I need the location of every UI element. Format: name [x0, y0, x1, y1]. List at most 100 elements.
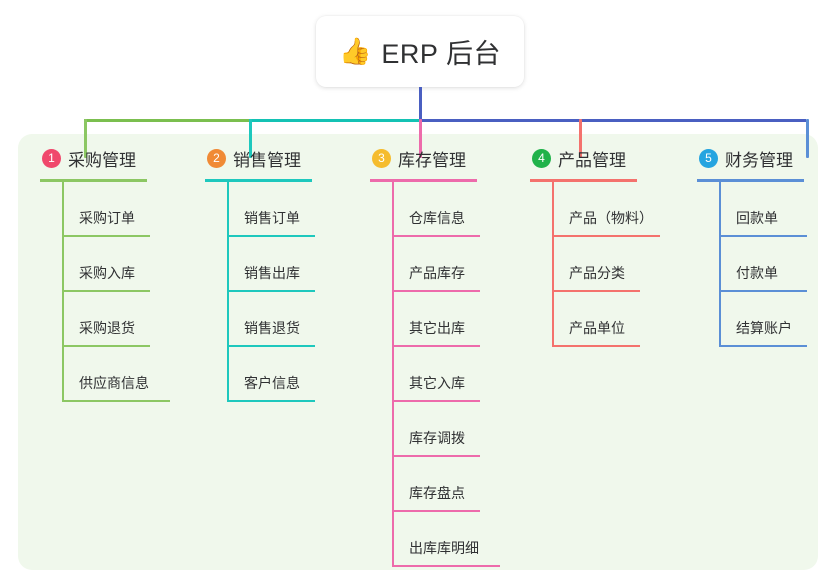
branch-item-label: 库存调拨	[409, 430, 465, 446]
branch-item[interactable]: 其它出库	[392, 292, 480, 347]
branch-item-label: 仓库信息	[409, 210, 465, 226]
connector-bar-segment-3	[419, 119, 806, 122]
branch-header-rule	[205, 179, 312, 182]
connector-bar-segment-1	[84, 119, 250, 122]
branch-item-rule	[552, 235, 660, 237]
branch-item-label: 其它入库	[409, 375, 465, 391]
branch-item[interactable]: 采购订单	[62, 182, 150, 237]
branch-column-2: 2 销售管理销售订单销售出库销售退货客户信息	[205, 146, 315, 402]
branch-item[interactable]: 产品单位	[552, 292, 640, 347]
branch-header-1[interactable]: 1 采购管理	[42, 146, 147, 170]
branch-item-rule	[392, 455, 480, 457]
branch-item[interactable]: 付款单	[719, 237, 807, 292]
branch-item[interactable]: 库存盘点	[392, 457, 480, 512]
branch-header-rule	[697, 179, 804, 182]
branch-item-label: 采购入库	[79, 265, 135, 281]
branch-item-rule	[62, 345, 150, 347]
branch-item[interactable]: 采购入库	[62, 237, 150, 292]
branches-panel	[18, 134, 818, 570]
branch-item-label: 产品分类	[569, 265, 625, 281]
branch-item[interactable]: 采购退货	[62, 292, 150, 347]
branch-item-rule	[719, 235, 807, 237]
branch-item[interactable]: 回款单	[719, 182, 807, 237]
branch-item-rule	[227, 400, 315, 402]
branch-column-3: 3 库存管理仓库信息产品库存其它出库其它入库库存调拨库存盘点出库库明细	[370, 146, 500, 567]
branch-item[interactable]: 供应商信息	[62, 347, 170, 402]
branch-spine-line	[62, 182, 64, 402]
connector-bar-segment-2	[249, 119, 420, 122]
branch-header-rule	[530, 179, 637, 182]
branch-header-rule	[370, 179, 477, 182]
branch-item-list: 仓库信息产品库存其它出库其它入库库存调拨库存盘点出库库明细	[392, 182, 500, 567]
branch-item-list: 采购订单采购入库采购退货供应商信息	[62, 182, 170, 402]
branch-number-badge: 3	[372, 148, 391, 168]
branch-item-rule	[392, 400, 480, 402]
branch-item-rule	[62, 290, 150, 292]
branch-item[interactable]: 产品（物料）	[552, 182, 660, 237]
branch-item-label: 采购订单	[79, 210, 135, 226]
branch-item-rule	[719, 290, 807, 292]
branch-drop-line-2	[249, 119, 252, 158]
branch-drop-line-1	[84, 119, 87, 158]
branch-item-rule	[62, 235, 150, 237]
branch-item-rule	[392, 235, 480, 237]
branch-column-1: 1 采购管理采购订单采购入库采购退货供应商信息	[40, 146, 170, 402]
branch-column-5: 5 财务管理回款单付款单结算账户	[697, 146, 807, 347]
branch-title: 库存管理	[398, 150, 466, 170]
branch-header-3[interactable]: 3 库存管理	[372, 146, 477, 170]
branch-item[interactable]: 产品分类	[552, 237, 640, 292]
branch-title: 采购管理	[68, 150, 136, 170]
branch-item-label: 其它出库	[409, 320, 465, 336]
branch-header-5[interactable]: 5 财务管理	[699, 146, 804, 170]
branch-drop-line-4	[579, 119, 582, 158]
branch-title: 财务管理	[725, 150, 793, 170]
branch-item-rule	[392, 290, 480, 292]
branch-item-label: 产品（物料）	[569, 210, 653, 226]
branch-item-label: 结算账户	[736, 320, 792, 336]
branch-header-rule	[40, 179, 147, 182]
root-title: ERP 后台	[381, 39, 501, 69]
branch-item[interactable]: 库存调拨	[392, 402, 480, 457]
branch-number-badge: 1	[42, 148, 61, 168]
thumbs-up-icon: 👍	[339, 35, 372, 66]
branch-item-rule	[392, 345, 480, 347]
branch-number-badge: 2	[207, 148, 226, 168]
branch-item-label: 销售退货	[244, 320, 300, 336]
branch-item-label: 回款单	[736, 210, 778, 226]
branch-item[interactable]: 结算账户	[719, 292, 807, 347]
branch-item[interactable]: 产品库存	[392, 237, 480, 292]
branch-item-rule	[719, 345, 807, 347]
branch-item[interactable]: 其它入库	[392, 347, 480, 402]
branch-item-label: 产品单位	[569, 320, 625, 336]
branch-spine-line	[392, 182, 394, 567]
branch-item-list: 回款单付款单结算账户	[719, 182, 807, 347]
branch-item-label: 产品库存	[409, 265, 465, 281]
branch-item-label: 采购退货	[79, 320, 135, 336]
branch-item[interactable]: 销售退货	[227, 292, 315, 347]
branch-item-rule	[62, 400, 170, 402]
branch-header-2[interactable]: 2 销售管理	[207, 146, 312, 170]
branch-title: 销售管理	[233, 150, 301, 170]
branch-item-rule	[392, 565, 500, 567]
branch-number-badge: 5	[699, 148, 718, 168]
branch-spine-line	[227, 182, 229, 402]
branch-item[interactable]: 出库库明细	[392, 512, 500, 567]
branch-item[interactable]: 客户信息	[227, 347, 315, 402]
branch-item[interactable]: 销售订单	[227, 182, 315, 237]
branch-item-rule	[227, 345, 315, 347]
branch-item-label: 供应商信息	[79, 375, 149, 391]
branch-drop-line-5	[806, 119, 809, 158]
branch-item-label: 销售订单	[244, 210, 300, 226]
branch-item[interactable]: 销售出库	[227, 237, 315, 292]
root-node-card[interactable]: 👍 ERP 后台	[316, 16, 524, 87]
branch-item-label: 出库库明细	[409, 540, 479, 556]
root-trunk-line	[419, 87, 422, 122]
branch-number-badge: 4	[532, 148, 551, 168]
branch-item-rule	[552, 290, 640, 292]
branch-item-label: 客户信息	[244, 375, 300, 391]
branch-item[interactable]: 仓库信息	[392, 182, 480, 237]
branch-item-rule	[227, 290, 315, 292]
